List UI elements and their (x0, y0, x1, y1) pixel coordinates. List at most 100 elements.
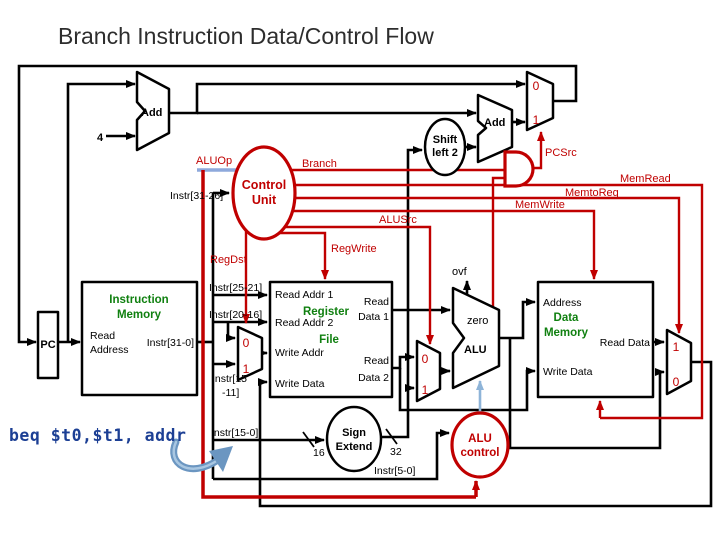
wire-aluop (201, 170, 476, 499)
highlight-swoosh-arrow (170, 438, 233, 473)
memtoreg-mux (665, 328, 693, 396)
alu-ovf-label: ovf (452, 266, 468, 278)
dmem-read-data: Read Data (600, 337, 650, 349)
bus-instr-15-11a: Instr[15 (212, 373, 247, 385)
regdst-mux-0: 0 (243, 336, 250, 350)
wire-pc-to-adder (66, 80, 136, 342)
datapath-wires (17, 64, 713, 508)
control-wires (201, 131, 704, 499)
bus-instr-5-0: Instr[5-0] (374, 465, 416, 477)
regfile-title-2: File (319, 334, 339, 346)
signal-pcsrc: PCSrc (545, 147, 577, 159)
pc-plus4-adder-shape (135, 70, 171, 152)
wire-read-data-2 (392, 353, 415, 370)
imem-out-label: Instr[31-0] (147, 337, 194, 349)
bus-width-32: 32 (390, 446, 402, 458)
wire-regwrite (280, 231, 329, 280)
imem-read-address-1: Read (90, 330, 115, 342)
wire-pcsrc (533, 131, 545, 170)
pc-register-box (36, 310, 60, 380)
bus-instr-20-16: Instr[20-16] (209, 309, 262, 321)
page-title: Branch Instruction Data/Control Flow (58, 23, 434, 49)
const4-label: 4 (97, 132, 104, 144)
signal-regdst: RegDst (210, 254, 247, 266)
pcsrc-mux (525, 70, 555, 132)
bus-instr-31-26: Instr[31-26] (170, 190, 223, 202)
wire-memwrite (292, 209, 598, 280)
alu-label: ALU (464, 344, 487, 356)
imem-read-address-2: Address (90, 344, 129, 356)
wire-alusrc (284, 225, 434, 345)
wire-alu-to-memtoreg-mux (508, 338, 665, 450)
alu-control-oval (450, 411, 510, 479)
wire-instr-20-16-to-mux (226, 322, 236, 342)
wire-signext-to-shift (381, 146, 423, 439)
shift-left-2-label-2: left 2 (432, 147, 458, 159)
regfile-read-addr-2: Read Addr 2 (275, 317, 334, 329)
regfile-write-data: Write Data (275, 378, 325, 390)
dmem-write-data: Write Data (543, 366, 593, 378)
wire-read-data-2-to-dmem (398, 367, 536, 412)
branch-adder-label: Add (484, 117, 505, 129)
imem-title-1: Instruction (109, 294, 168, 306)
pc-label: PC (40, 339, 55, 351)
sign-extend-label-2: Extend (336, 441, 373, 453)
swoosh-highlight (172, 440, 220, 470)
dmem-title-2: Memory (544, 327, 589, 339)
pcsrc-mux-1: 1 (533, 113, 540, 127)
alu-zero-label: zero (467, 315, 488, 327)
bus-instr-15-0: Instr[15-0] (211, 427, 258, 439)
sign-extend-oval (325, 405, 383, 473)
wire-memtoreg (293, 196, 683, 334)
width-16-slash (302, 431, 315, 448)
signal-regwrite: RegWrite (331, 243, 377, 255)
wire-pcplus4-to-mux (169, 80, 526, 115)
bus-width-16: 16 (313, 447, 325, 459)
dmem-title-1: Data (554, 312, 580, 324)
wire-zero (491, 176, 504, 316)
control-unit-label-2: Unit (252, 193, 277, 207)
memtoreg-mux-0: 0 (673, 375, 680, 389)
shift-left-2-oval (423, 117, 467, 177)
signal-memread: MemRead (620, 173, 671, 185)
width-32-slash (385, 428, 398, 445)
memtoreg-mux-1: 1 (673, 340, 680, 354)
assembly-instruction-text: beq $t0,$t1, addr (9, 426, 186, 445)
control-unit-label-1: Control (242, 178, 286, 192)
shift-left-2-label-1: Shift (433, 134, 458, 146)
regfile-read-addr-1: Read Addr 1 (275, 289, 334, 301)
alusrc-mux-1: 1 (422, 383, 429, 397)
regfile-write-addr: Write Addr (275, 347, 324, 359)
wire-instr-5-0 (213, 429, 450, 481)
regdst-mux-1: 1 (243, 362, 250, 376)
wire-pc-feedback (17, 64, 578, 346)
pcsrc-mux-0: 0 (533, 79, 540, 93)
sign-extend-label-1: Sign (342, 427, 366, 439)
regfile-title-1: Register (303, 306, 350, 318)
wire-alu-to-address (499, 298, 536, 340)
alu-shape (451, 286, 501, 390)
wire-memread (292, 183, 704, 420)
signal-memwrite: MemWrite (515, 199, 565, 211)
regfile-read-data-2b: Data 2 (358, 372, 389, 384)
signal-aluop: ALUOp (196, 155, 232, 167)
signal-memtoreg: MemtoReg (565, 187, 619, 199)
swoosh-arrowhead (209, 446, 233, 472)
instruction-memory-box (80, 280, 199, 397)
branch-and-gate (503, 150, 535, 188)
signal-alusrc: ALUSrc (379, 214, 417, 226)
control-unit-oval (231, 145, 297, 241)
regdst-mux (236, 325, 264, 382)
bus-instr-15-11b: -11] (222, 387, 239, 399)
alu-control-label-1: ALU (468, 433, 492, 445)
alu-control-label-2: control (461, 447, 500, 459)
regfile-read-data-1b: Data 1 (358, 311, 389, 323)
alusrc-mux (415, 339, 442, 403)
data-memory-box (536, 280, 655, 399)
regfile-read-data-2a: Read (364, 355, 389, 367)
bus-instr-25-21: Instr[25-21] (209, 282, 262, 294)
dmem-address: Address (543, 297, 582, 309)
signal-branch: Branch (302, 158, 337, 170)
